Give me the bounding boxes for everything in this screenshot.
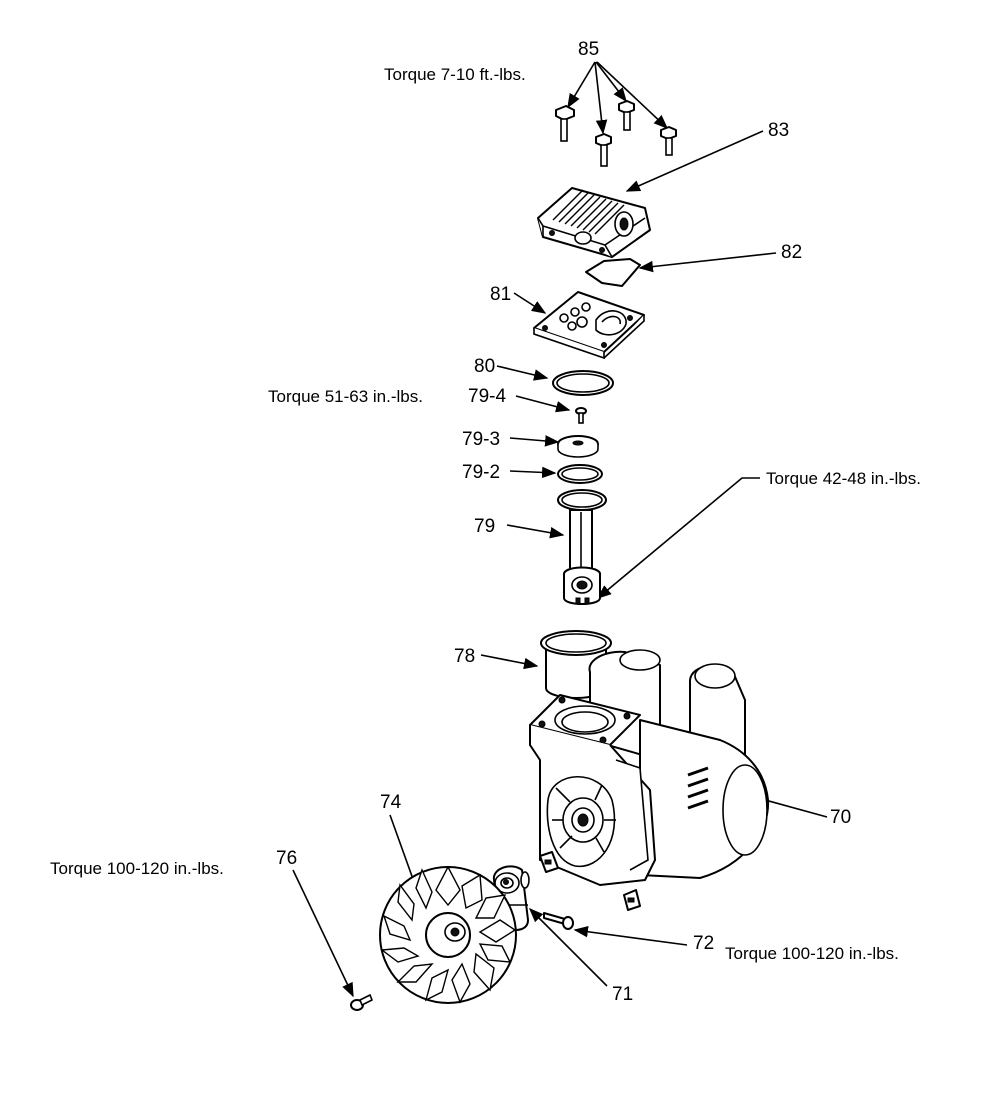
label-85: 85 <box>578 39 599 60</box>
arrow-79 <box>506 524 565 539</box>
label-70: 70 <box>830 807 851 828</box>
torque-label-72: Torque 100-120 in.-lbs. <box>725 944 899 963</box>
label-72: 72 <box>693 933 714 954</box>
arrow-82 <box>638 252 777 273</box>
retainer-79-3 <box>557 435 599 458</box>
arrow-76 <box>292 869 354 998</box>
connecting-rod-79 <box>557 489 607 605</box>
arrow-83 <box>625 130 764 192</box>
label-80: 80 <box>474 356 495 377</box>
arrow-85-b <box>594 61 608 135</box>
arrow-71 <box>528 907 608 987</box>
gasket-82 <box>585 258 641 287</box>
ring-79-2-inner <box>561 467 599 481</box>
bolt-85-c <box>618 100 635 131</box>
arrow-81 <box>513 292 547 314</box>
fan-bolt-76 <box>350 993 374 1011</box>
torque-label-85: Torque 7-10 ft.-lbs. <box>384 65 526 84</box>
label-79-4: 79-4 <box>468 386 506 407</box>
bolt-85-a <box>555 105 575 142</box>
label-74: 74 <box>380 792 402 813</box>
label-79: 79 <box>474 516 495 537</box>
torque-label-79-4: Torque 51-63 in.-lbs. <box>268 387 423 406</box>
label-79-2: 79-2 <box>462 462 500 483</box>
arrow-85-a <box>567 61 596 109</box>
valve-plate-81 <box>533 291 645 360</box>
torque-label-rod: Torque 42-48 in.-lbs. <box>766 469 921 488</box>
arrow-80 <box>496 365 549 381</box>
arrow-79-2 <box>509 466 557 479</box>
arrow-rod <box>596 477 760 599</box>
bolt-72 <box>543 912 574 930</box>
label-76: 76 <box>276 848 297 869</box>
arrow-72 <box>573 926 688 946</box>
arrow-79-3 <box>509 435 560 447</box>
o-ring-80-inner <box>556 373 610 393</box>
bolt-85-d <box>660 126 677 156</box>
label-71: 71 <box>612 984 633 1005</box>
label-78: 78 <box>454 646 475 667</box>
label-82: 82 <box>781 242 802 263</box>
arrow-79-4 <box>515 395 571 413</box>
torque-label-76: Torque 100-120 in.-lbs. <box>50 859 224 878</box>
cylinder-head-83 <box>537 187 651 258</box>
arrow-85-d <box>596 61 669 129</box>
label-81: 81 <box>490 284 511 305</box>
fan-74 <box>379 865 517 1004</box>
bolts-85 <box>555 100 677 167</box>
arrow-78 <box>480 654 539 670</box>
arrow-85-c <box>595 61 627 103</box>
screw-79-4 <box>575 407 587 424</box>
leader-arrows <box>292 61 828 998</box>
bolt-85-b <box>595 133 612 167</box>
label-79-3: 79-3 <box>462 429 500 450</box>
label-83: 83 <box>768 120 789 141</box>
motor-crankcase-70 <box>529 649 770 911</box>
